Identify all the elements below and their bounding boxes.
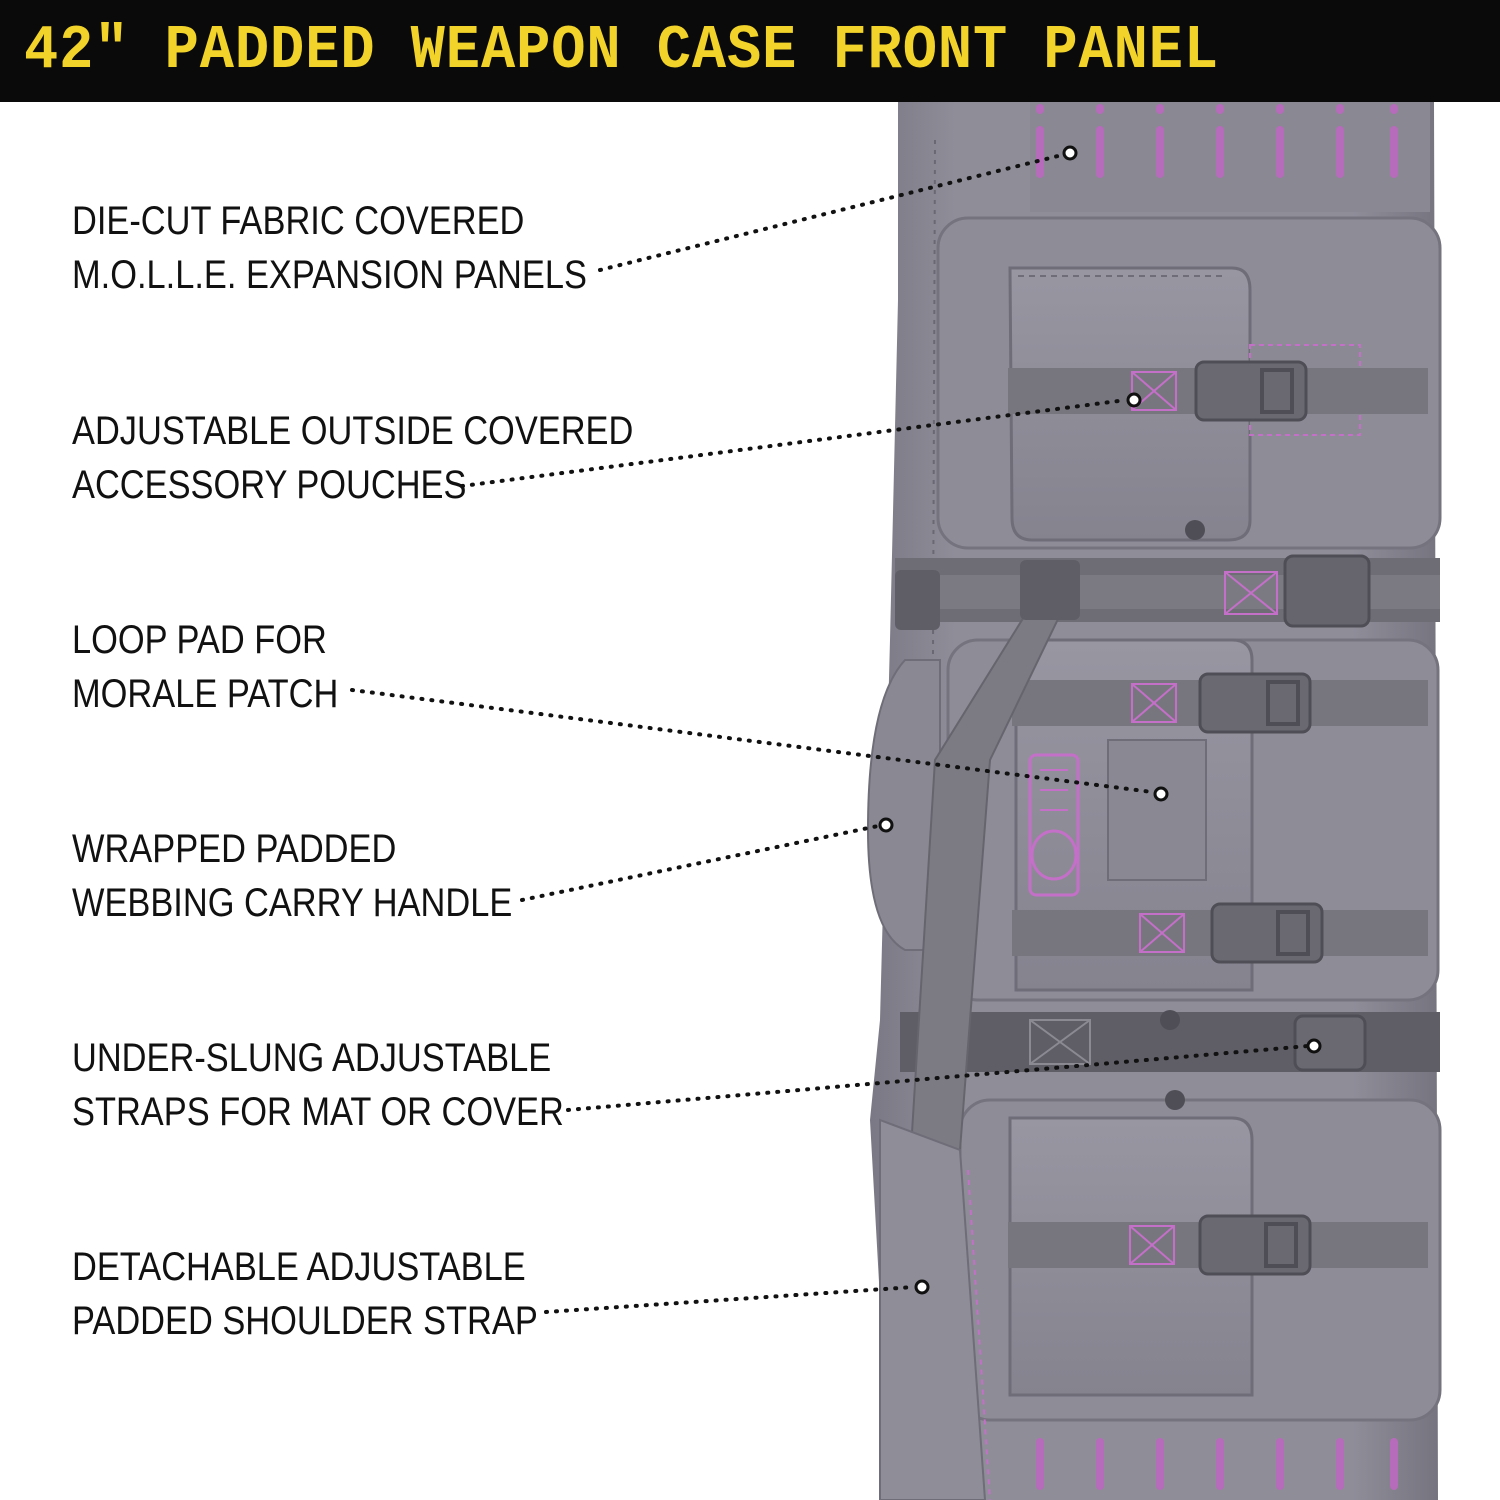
callout-line: LOOP PAD FOR xyxy=(72,618,327,662)
callout-line: ADJUSTABLE OUTSIDE COVERED xyxy=(72,409,634,453)
molle-panel-top xyxy=(1030,102,1430,212)
callout-molle-panels: DIE-CUT FABRIC COVERED M.O.L.L.E. EXPANS… xyxy=(72,194,587,302)
middle-buckle-bottom xyxy=(1210,902,1324,964)
header-bar: 42" PADDED WEAPON CASE FRONT PANEL xyxy=(0,0,1500,102)
callout-line: ACCESSORY POUCHES xyxy=(72,463,467,507)
carry-handle xyxy=(866,659,941,951)
callout-loop-pad: LOOP PAD FOR MORALE PATCH xyxy=(72,613,338,721)
page-title: 42" PADDED WEAPON CASE FRONT PANEL xyxy=(24,15,1220,86)
morale-patch-loop-pad xyxy=(1107,739,1207,881)
middle-buckle-top xyxy=(1198,672,1312,734)
callout-line: PADDED SHOULDER STRAP xyxy=(72,1299,538,1343)
callout-line: M.O.L.L.E. EXPANSION PANELS xyxy=(72,253,587,297)
molle-panel-bottom xyxy=(1036,1438,1398,1490)
callout-markers xyxy=(878,145,1322,1295)
callout-accessory-pouches: ADJUSTABLE OUTSIDE COVERED ACCESSORY POU… xyxy=(72,404,633,512)
callout-line: UNDER-SLUNG ADJUSTABLE xyxy=(72,1036,552,1080)
callout-carry-handle: WRAPPED PADDED WEBBING CARRY HANDLE xyxy=(72,822,512,930)
callout-line: STRAPS FOR MAT OR COVER xyxy=(72,1090,564,1134)
callout-shoulder-strap: DETACHABLE ADJUSTABLE PADDED SHOULDER ST… xyxy=(72,1240,538,1348)
leader-lines xyxy=(350,153,1310,1314)
callout-line: DETACHABLE ADJUSTABLE xyxy=(72,1245,526,1289)
callout-line: WEBBING CARRY HANDLE xyxy=(72,881,513,925)
callout-under-slung-straps: UNDER-SLUNG ADJUSTABLE STRAPS FOR MAT OR… xyxy=(72,1031,564,1139)
callout-line: WRAPPED PADDED xyxy=(72,827,397,871)
callout-line: MORALE PATCH xyxy=(72,672,339,716)
upper-buckle xyxy=(1194,360,1308,422)
lower-buckle xyxy=(1198,1214,1312,1276)
callout-line: DIE-CUT FABRIC COVERED xyxy=(72,199,525,243)
voodoo-logo-patch xyxy=(1028,753,1080,897)
